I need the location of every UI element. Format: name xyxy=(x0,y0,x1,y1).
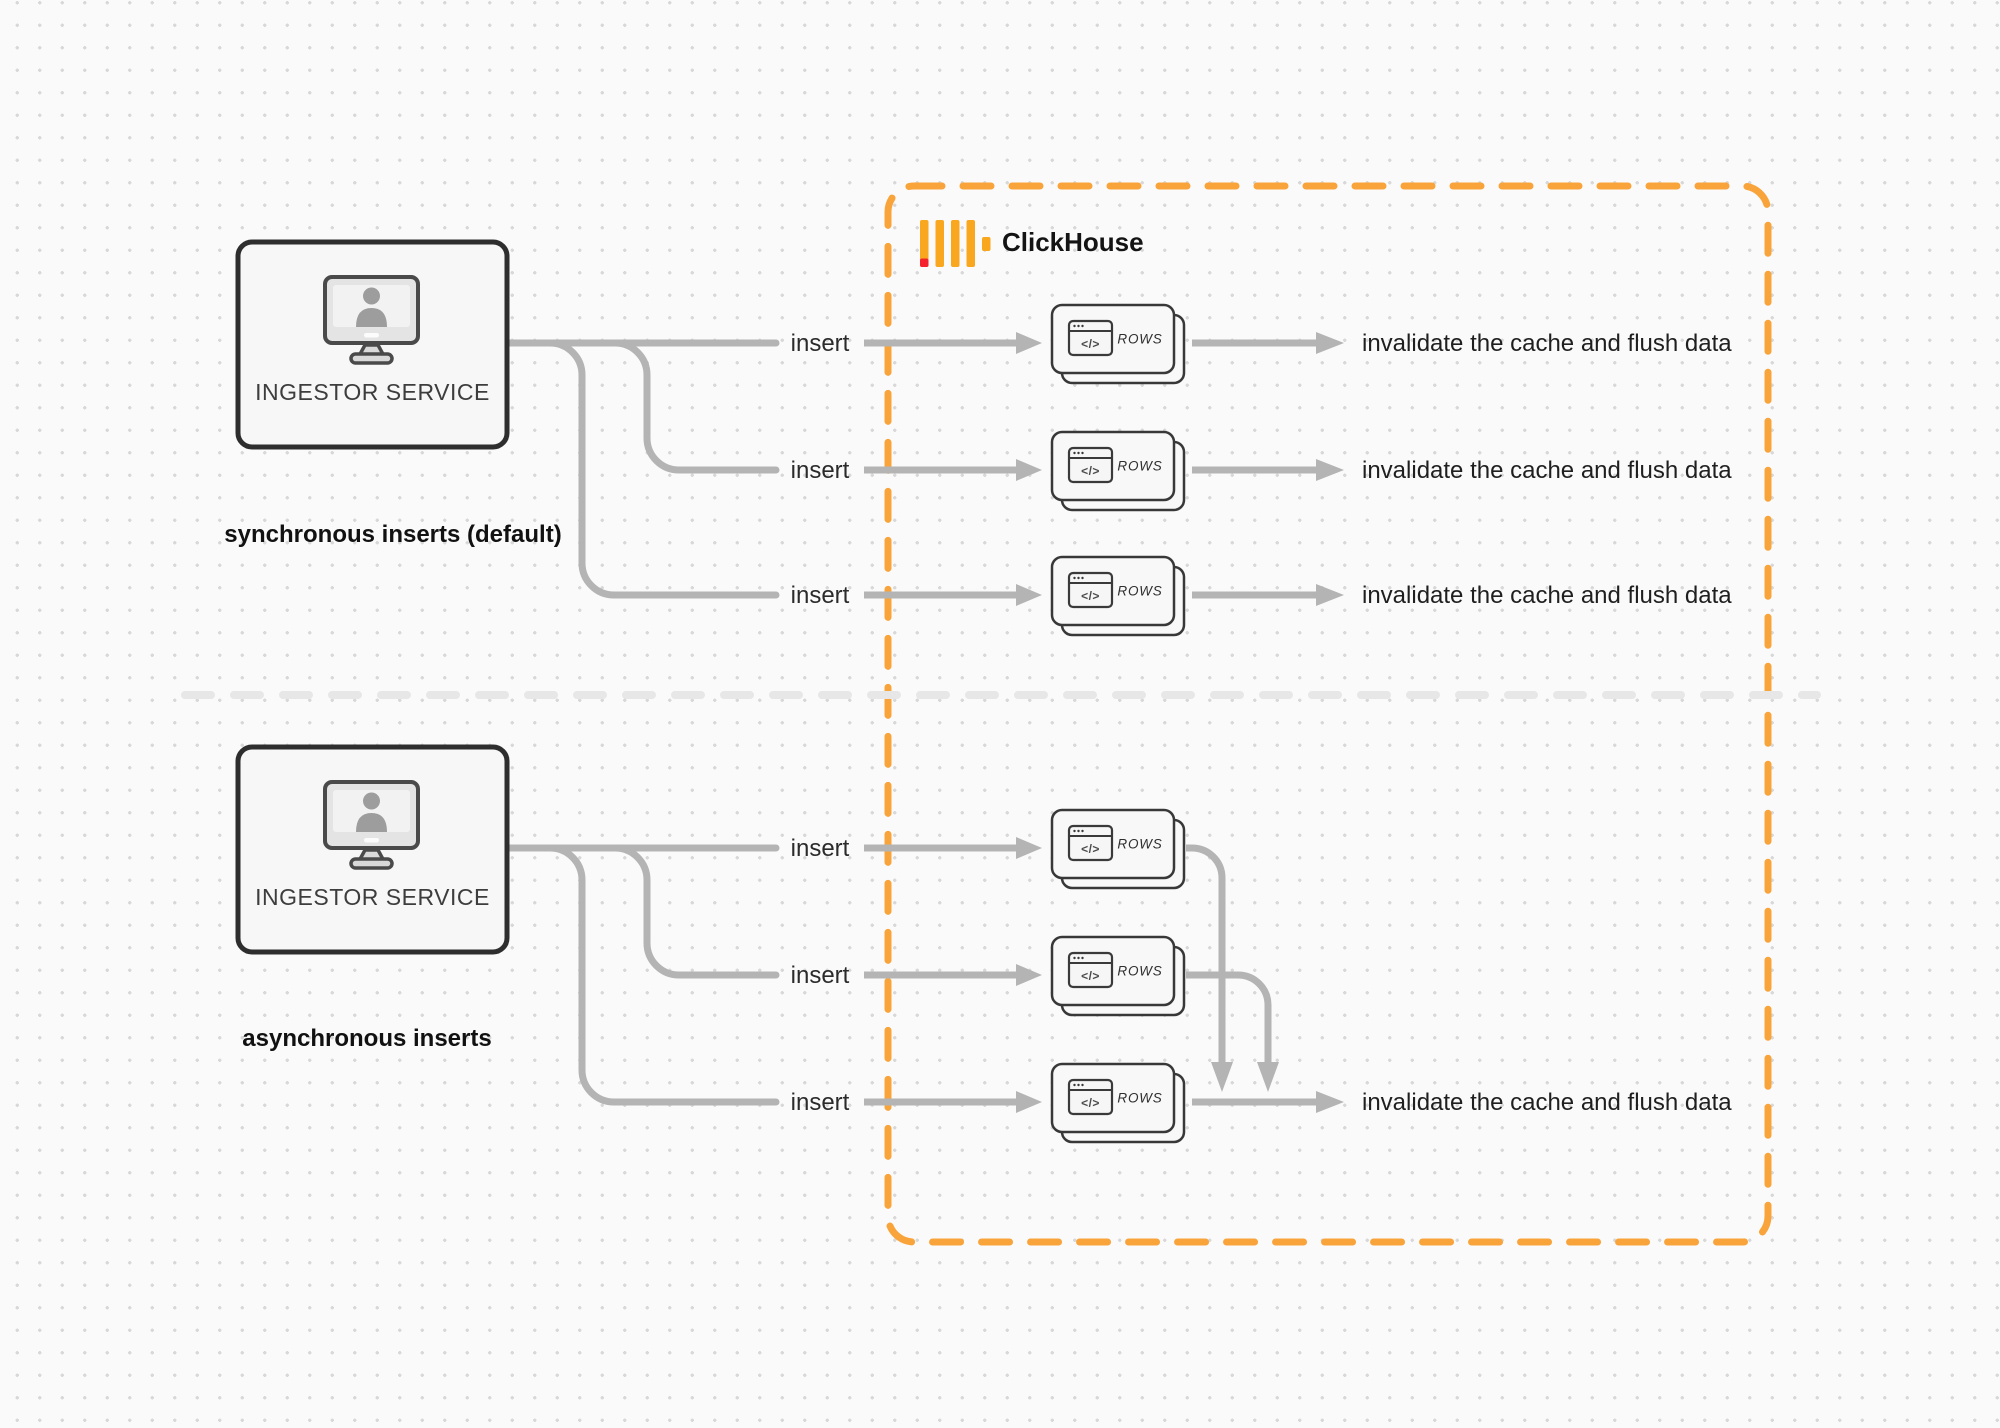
code-glyph: </> xyxy=(1081,337,1100,351)
insert-label: insert xyxy=(791,330,850,357)
rows-label: ROWS xyxy=(1117,459,1162,474)
code-window-icon: </> xyxy=(1067,571,1114,609)
ingestor-service-label: INGESTOR SERVICE xyxy=(255,884,490,910)
invalidate-label: invalidate the cache and flush data xyxy=(1362,582,1732,609)
code-window-icon: </> xyxy=(1067,1078,1114,1116)
clickhouse-container: ClickHouse xyxy=(884,182,1772,1246)
async-rows-cards: </> ROWS </> ROWS xyxy=(1050,808,1186,1144)
flush-connector-line xyxy=(1186,971,1272,1062)
rows-card: </> ROWS xyxy=(1050,1062,1186,1144)
async-connector-row3 xyxy=(506,844,780,1106)
sync-connectors xyxy=(506,339,780,599)
arrowhead-right-icon xyxy=(1016,332,1042,354)
arrowhead-right-icon xyxy=(1316,332,1344,354)
rows-label: ROWS xyxy=(1117,1091,1162,1106)
rows-label: ROWS xyxy=(1117,332,1162,347)
code-glyph: </> xyxy=(1081,1096,1100,1110)
flush-connector-line xyxy=(1186,844,1226,1062)
ingestor-service-label: INGESTOR SERVICE xyxy=(255,379,490,405)
arrowhead-right-icon xyxy=(1016,1091,1042,1113)
arrowhead-down-icon xyxy=(1257,1062,1279,1092)
arrowhead-right-icon xyxy=(1316,459,1344,481)
async-section: insert insert insert invalidate the cach… xyxy=(235,744,1732,1144)
sync-result-arrows: invalidate the cache and flush data inva… xyxy=(1192,330,1732,609)
code-glyph: </> xyxy=(1081,589,1100,603)
sync-connector-row2 xyxy=(506,339,780,474)
invalidate-label: invalidate the cache and flush data xyxy=(1362,330,1732,357)
arrowhead-right-icon xyxy=(1316,584,1344,606)
invalidate-label: invalidate the cache and flush data xyxy=(1362,457,1732,484)
arrowhead-right-icon xyxy=(1016,837,1042,859)
code-glyph: </> xyxy=(1081,842,1100,856)
async-connectors xyxy=(506,844,780,1106)
async-connector-row2 xyxy=(506,844,780,979)
async-flush-connectors xyxy=(1186,844,1279,1092)
clickhouse-dashed-border xyxy=(884,182,1772,1246)
rows-label: ROWS xyxy=(1117,964,1162,979)
rows-label: ROWS xyxy=(1117,837,1162,852)
sync-insert-arrows: insert insert insert xyxy=(791,330,1042,609)
clickhouse-label: ClickHouse xyxy=(1002,227,1144,257)
code-window-icon: </> xyxy=(1067,951,1114,989)
insert-label: insert xyxy=(791,457,850,484)
rows-label: ROWS xyxy=(1117,584,1162,599)
arrowhead-right-icon xyxy=(1316,1091,1344,1113)
insert-label: insert xyxy=(791,582,850,609)
code-window-icon: </> xyxy=(1067,824,1114,862)
async-insert-arrows: insert insert insert xyxy=(791,835,1042,1116)
code-glyph: </> xyxy=(1081,464,1100,478)
ingestor-service-box-async: INGESTOR SERVICE xyxy=(235,744,510,955)
insert-label: insert xyxy=(791,962,850,989)
arrowhead-right-icon xyxy=(1016,964,1042,986)
code-window-icon: </> xyxy=(1067,446,1114,484)
arrowhead-right-icon xyxy=(1016,459,1042,481)
rows-card: </> ROWS xyxy=(1050,430,1186,512)
insert-label: insert xyxy=(791,1089,850,1116)
sync-rows-cards: </> ROWS </> ROWS xyxy=(1050,303,1186,637)
code-window-icon: </> xyxy=(1067,319,1114,357)
code-glyph: </> xyxy=(1081,969,1100,983)
rows-card: </> ROWS xyxy=(1050,808,1186,890)
arrowhead-right-icon xyxy=(1016,584,1042,606)
insert-label: insert xyxy=(791,835,850,862)
rows-card: </> ROWS xyxy=(1050,555,1186,637)
clickhouse-logo-icon xyxy=(920,220,991,267)
rows-card: </> ROWS xyxy=(1050,303,1186,385)
async-section-title: asynchronous inserts xyxy=(242,1025,491,1052)
monitor-user-icon xyxy=(323,275,420,365)
monitor-user-icon xyxy=(323,780,420,870)
sync-connector-row3 xyxy=(506,339,780,599)
sync-section: insert insert insert invalidate the cach… xyxy=(224,239,1732,637)
sync-section-title: synchronous inserts (default) xyxy=(224,521,561,548)
ingestor-service-box-sync: INGESTOR SERVICE xyxy=(235,239,510,450)
invalidate-label: invalidate the cache and flush data xyxy=(1362,1089,1732,1116)
rows-card: </> ROWS xyxy=(1050,935,1186,1017)
arrowhead-down-icon xyxy=(1211,1062,1233,1092)
async-result-arrow: invalidate the cache and flush data xyxy=(1192,1089,1732,1116)
